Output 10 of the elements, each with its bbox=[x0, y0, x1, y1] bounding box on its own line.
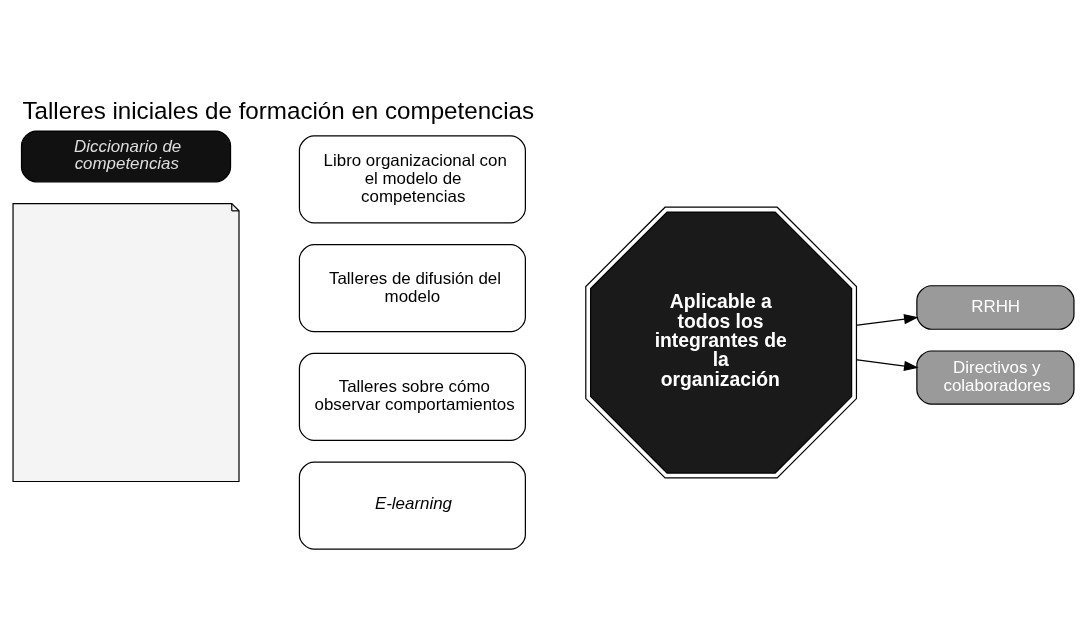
diagram-title: Talleres iniciales de formación en competencias bbox=[22, 96, 535, 124]
node-box: E-learning bbox=[298, 461, 526, 550]
arrow bbox=[856, 358, 919, 371]
node-box: Libro organizacional con el modelo de competencias bbox=[298, 134, 526, 224]
node-box: RRHH bbox=[916, 284, 1075, 330]
node-box: Talleres de difusión del modelo bbox=[298, 243, 526, 332]
node-box: Diccionario de competencias bbox=[20, 129, 232, 182]
arrow bbox=[856, 313, 919, 326]
node-box: Directivos y colaboradores bbox=[916, 349, 1075, 405]
node-box: Talleres sobre cómo observar comportamientos bbox=[298, 352, 526, 441]
